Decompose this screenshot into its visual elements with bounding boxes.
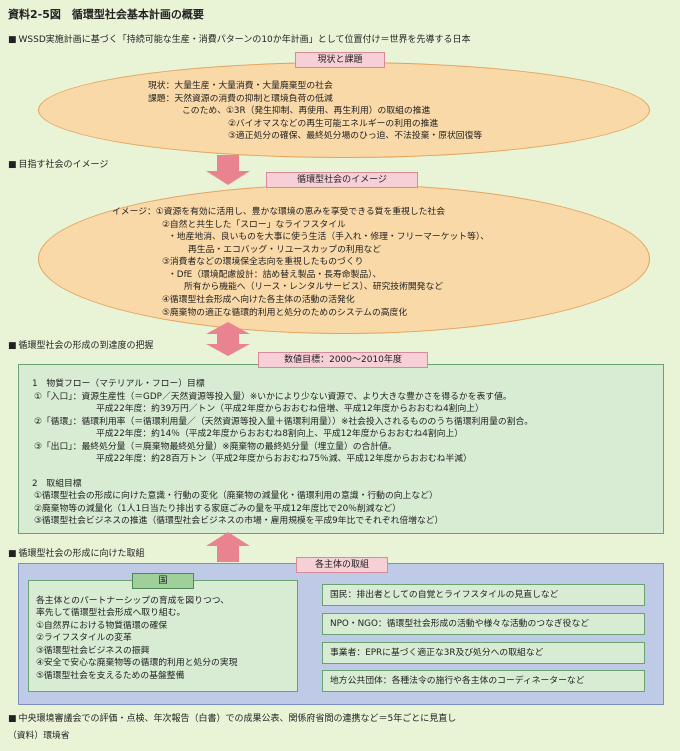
current-line: 現状：大量生産・大量消費・大量廃棄型の社会: [148, 81, 333, 91]
targets-line: 2 取組目標: [32, 479, 82, 489]
government-label: 国: [132, 573, 194, 589]
current-ellipse: [38, 62, 650, 158]
targets-box: [18, 364, 664, 534]
targets-line: ③「出口」：最終処分量（＝廃棄物最終処分量）※廃棄物の最終処分量（埋立量）の合計…: [34, 442, 397, 452]
actions-label: 各主体の取組: [296, 557, 388, 573]
targets-line: ①「入口」：資源生産性（＝GDP／天然資源等投入量）※いかにより少ない資源で、よ…: [34, 392, 512, 402]
government-line: ②ライフスタイルの変革: [36, 633, 132, 643]
down-arrow-head: [206, 171, 250, 185]
image-label: 循環型社会のイメージ: [266, 172, 418, 188]
arrow-shaft: [217, 546, 239, 562]
current-line: 課題：天然資源の消費の抑制と環境負荷の低減: [148, 94, 333, 104]
section-image: 目指す社会のイメージ: [8, 157, 109, 170]
down-arrow-shaft: [217, 155, 239, 171]
targets-line: 平成22年度：約28百万トン（平成2年度からおおむね75％減、平成12年度からお…: [96, 454, 472, 464]
up-arrow-head: [206, 532, 250, 546]
image-line: ④循環型社会形成へ向けた各主体の活動の活発化: [162, 295, 355, 305]
figure-title: 資料2-5図 循環型社会基本計画の概要: [8, 8, 204, 21]
image-line: ⑤廃棄物の適正な循環的利用と処分のためのシステムの高度化: [162, 308, 408, 318]
current-line: ②バイオマスなどの再生可能エネルギーの利用の推進: [228, 119, 439, 129]
image-line: ・地産地消、良いものを大事に使う生活（手入れ・修理・フリーマーケット等）、: [168, 232, 490, 242]
header-note: WSSD実施計画に基づく「持続可能な生産・消費パターンの10か年計画」として位置…: [8, 32, 471, 45]
actor-businesses: 事業者：EPRに基づく適正な3R及び処分への取組など: [322, 642, 645, 664]
current-label: 現状と課題: [295, 52, 385, 68]
government-line: ③循環型社会ビジネスの振興: [36, 646, 150, 656]
image-line: 所有から機能へ（リース・レンタルサービス）、研究技術開発など: [184, 282, 444, 292]
targets-line: 平成22年度：約14％（平成2年度からおおむね8割向上、平成12年度からおおむね…: [96, 429, 464, 439]
section-actions: 循環型社会の形成に向けた取組: [8, 546, 145, 559]
actor-npo-ngo: NPO・NGO：循環型社会形成の活動や様々な活動のつなぎ役など: [322, 613, 645, 635]
current-line: ③適正処分の確保、最終処分場のひっ迫、不法投棄・原状回復等: [228, 131, 483, 141]
government-line: ①自然界における物質循環の確保: [36, 621, 168, 631]
up-arrow-head: [206, 322, 250, 334]
targets-line: ①循環型社会の形成に向けた意識・行動の変化（廃棄物の減量化・循環利用の意識・行動…: [34, 491, 438, 501]
image-line: ③消費者などの環境保全志向を重視したものづくり: [162, 257, 364, 267]
government-line: 率先して循環型社会形成へ取り組む。: [36, 608, 186, 618]
image-line: 再生品・エコバッグ・リユースカップの利用など: [188, 245, 382, 255]
arrow-shaft: [217, 334, 239, 344]
government-line: ④安全で安心な廃棄物等の循環的利用と処分の実現: [36, 658, 238, 668]
source-note: （資料）環境省: [8, 731, 70, 741]
government-line: ⑤循環型社会を支えるための基盤整備: [36, 671, 185, 681]
targets-line: 平成22年度：約39万円／トン（平成2年度からおおむね倍増、平成12年度からおお…: [96, 404, 484, 414]
government-line: 各主体とのパートナーシップの育成を図りつつ、: [36, 596, 230, 606]
image-line: イメージ：①資源を有効に活用し、豊かな環境の恵みを享受できる質を重視した社会: [112, 207, 446, 217]
targets-line: 1 物質フロー（マテリアル・フロー）目標: [32, 379, 205, 389]
image-ellipse: [38, 184, 650, 334]
government-box: [28, 580, 298, 692]
image-line: ・DfE（環境配慮設計：詰め替え製品・長寿命製品）、: [168, 270, 382, 280]
image-line: ②自然と共生した「スロー」なライフスタイル: [162, 220, 346, 230]
targets-label: 数値目標：2000～2010年度: [258, 352, 428, 368]
down-arrow-head: [206, 344, 250, 356]
footer-note: 中央環境審議会での評価・点検、年次報告（白書）での成果公表、関係府省間の連携など…: [8, 711, 457, 724]
actor-local-governments: 地方公共団体：各種法令の施行や各主体のコーディネーターなど: [322, 670, 645, 692]
targets-line: ②「循環」：循環利用率（＝循環利用量／（天然資源等投入量＋循環利用量））※社会投…: [34, 417, 534, 427]
current-line: このため、①3R（発生抑制、再使用、再生利用）の取組の推進: [182, 106, 431, 116]
targets-line: ③循環型社会ビジネスの推進（循環型社会ビジネスの市場・雇用規模を平成9年比でそれ…: [34, 516, 444, 526]
targets-line: ②廃棄物等の減量化（1人1日当たり排出する家庭ごみの量を平成12年度比で20％削…: [34, 504, 401, 514]
actor-citizens: 国民：排出者としての自覚とライフスタイルの見直しなど: [322, 584, 645, 606]
section-targets: 循環型社会の形成の到達度の把握: [8, 338, 154, 351]
